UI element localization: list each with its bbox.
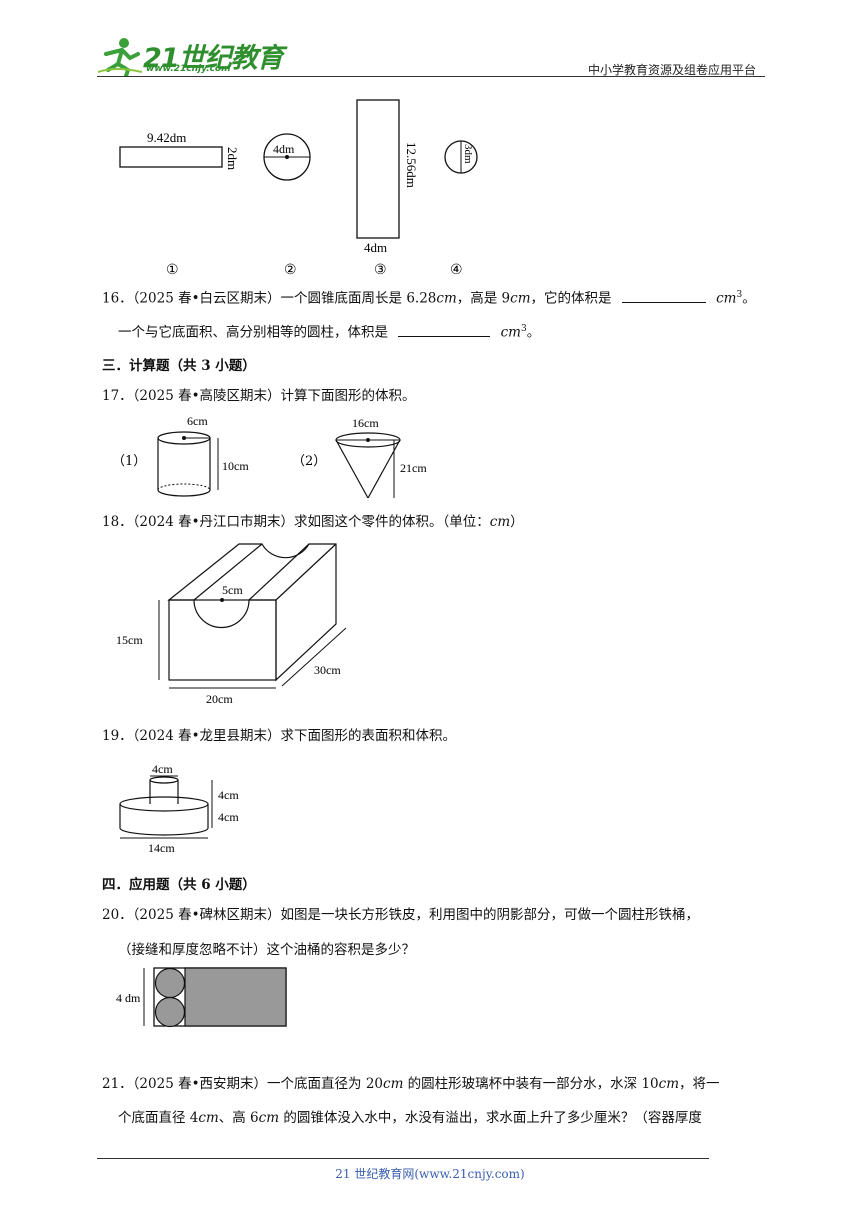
question-20-line2: （接缝和厚度忽略不计）这个油桶的容积是多少？	[118, 942, 415, 958]
svg-text:4 dm: 4 dm	[116, 991, 141, 1005]
runner-logo-icon	[97, 38, 143, 78]
answer-blank-1[interactable]	[621, 288, 706, 303]
svg-text:4cm: 4cm	[218, 810, 239, 824]
rect2-width-label: 4dm	[364, 240, 387, 255]
rect1-width-label: 9.42dm	[147, 130, 186, 145]
header-divider	[97, 76, 765, 77]
figure-q19: 4cm 4cm 4cm 14cm	[119, 762, 239, 854]
section-4-heading: 四．应用题（共 6 小题）	[102, 877, 256, 893]
svg-text:20cm: 20cm	[206, 692, 233, 706]
svg-text:16cm: 16cm	[352, 416, 379, 430]
question-16-line1: 16．（2025 春•白云区期末）一个圆锥底面周长是 6.28cm，高是 9cm…	[102, 285, 756, 309]
label-2: ②	[284, 262, 297, 278]
question-17: 17．（2025 春•高陵区期末）计算下面图形的体积。	[102, 388, 416, 404]
question-18: 18．（2024 春•丹江口市期末）求如图这个零件的体积。（单位：cm）	[102, 514, 524, 530]
section-3-heading: 三．计算题（共 3 小题）	[102, 358, 256, 374]
logo-text: 21世纪教育	[143, 43, 284, 74]
question-16-line2: 一个与它底面积、高分别相等的圆柱，体积是 cm3。	[118, 319, 540, 343]
svg-text:30cm: 30cm	[314, 663, 341, 677]
figure-q20: 4 dm	[116, 967, 287, 1028]
rectangle-2	[356, 99, 400, 239]
svg-text:14cm: 14cm	[148, 841, 175, 854]
question-21-line2: 个底面直径 4cm、高 6cm 的圆锥体没入水中，水没有溢出，求水面上升了多少厘…	[118, 1110, 702, 1126]
svg-text:（1）: （1）	[112, 454, 146, 469]
svg-text:6cm: 6cm	[187, 414, 208, 428]
rect1-height-label: 2dm	[225, 147, 240, 170]
label-1: ①	[166, 262, 179, 278]
label-3: ③	[374, 262, 387, 278]
logo-url: www.21cnjy.com	[146, 64, 231, 74]
svg-text:5cm: 5cm	[222, 583, 243, 597]
svg-text:15cm: 15cm	[116, 633, 143, 647]
rect2-height-label: 12.56dm	[404, 142, 419, 188]
svg-text:（2）: （2）	[292, 454, 326, 469]
label-4: ④	[450, 262, 463, 278]
question-21-line1: 21．（2025 春•西安期末）一个底面直径为 20cm 的圆柱形玻璃杯中装有一…	[102, 1076, 720, 1092]
footer-divider	[97, 1158, 709, 1159]
question-20-line1: 20．（2025 春•碑林区期末）如图是一块长方形铁皮，利用图中的阴影部分，可做…	[102, 907, 700, 923]
circle2-label: 3dm	[462, 144, 474, 164]
svg-text:4cm: 4cm	[152, 762, 173, 776]
logo	[96, 36, 144, 78]
svg-text:4cm: 4cm	[218, 788, 239, 802]
rectangle-1	[119, 146, 223, 168]
header-tagline: 中小学教育资源及组卷应用平台	[587, 63, 756, 77]
figure-q18: 5cm 15cm 20cm 30cm	[116, 543, 347, 706]
circle1-label: 4dm	[273, 142, 295, 156]
question-19: 19．（2024 春•龙里县期末）求下面图形的表面积和体积。	[102, 728, 457, 744]
svg-text:10cm: 10cm	[222, 459, 249, 473]
answer-blank-2[interactable]	[398, 322, 491, 337]
figure-q17: （1） 6cm 10cm （2） 16cm 21cm	[112, 414, 427, 499]
footer-text: 21 世纪教育网(www.21cnjy.com)	[335, 1167, 525, 1181]
figure-q15: 9.42dm 2dm 4dm 12.56dm 4dm 3dm ① ② ③ ④	[119, 99, 478, 278]
svg-text:21cm: 21cm	[400, 461, 427, 475]
